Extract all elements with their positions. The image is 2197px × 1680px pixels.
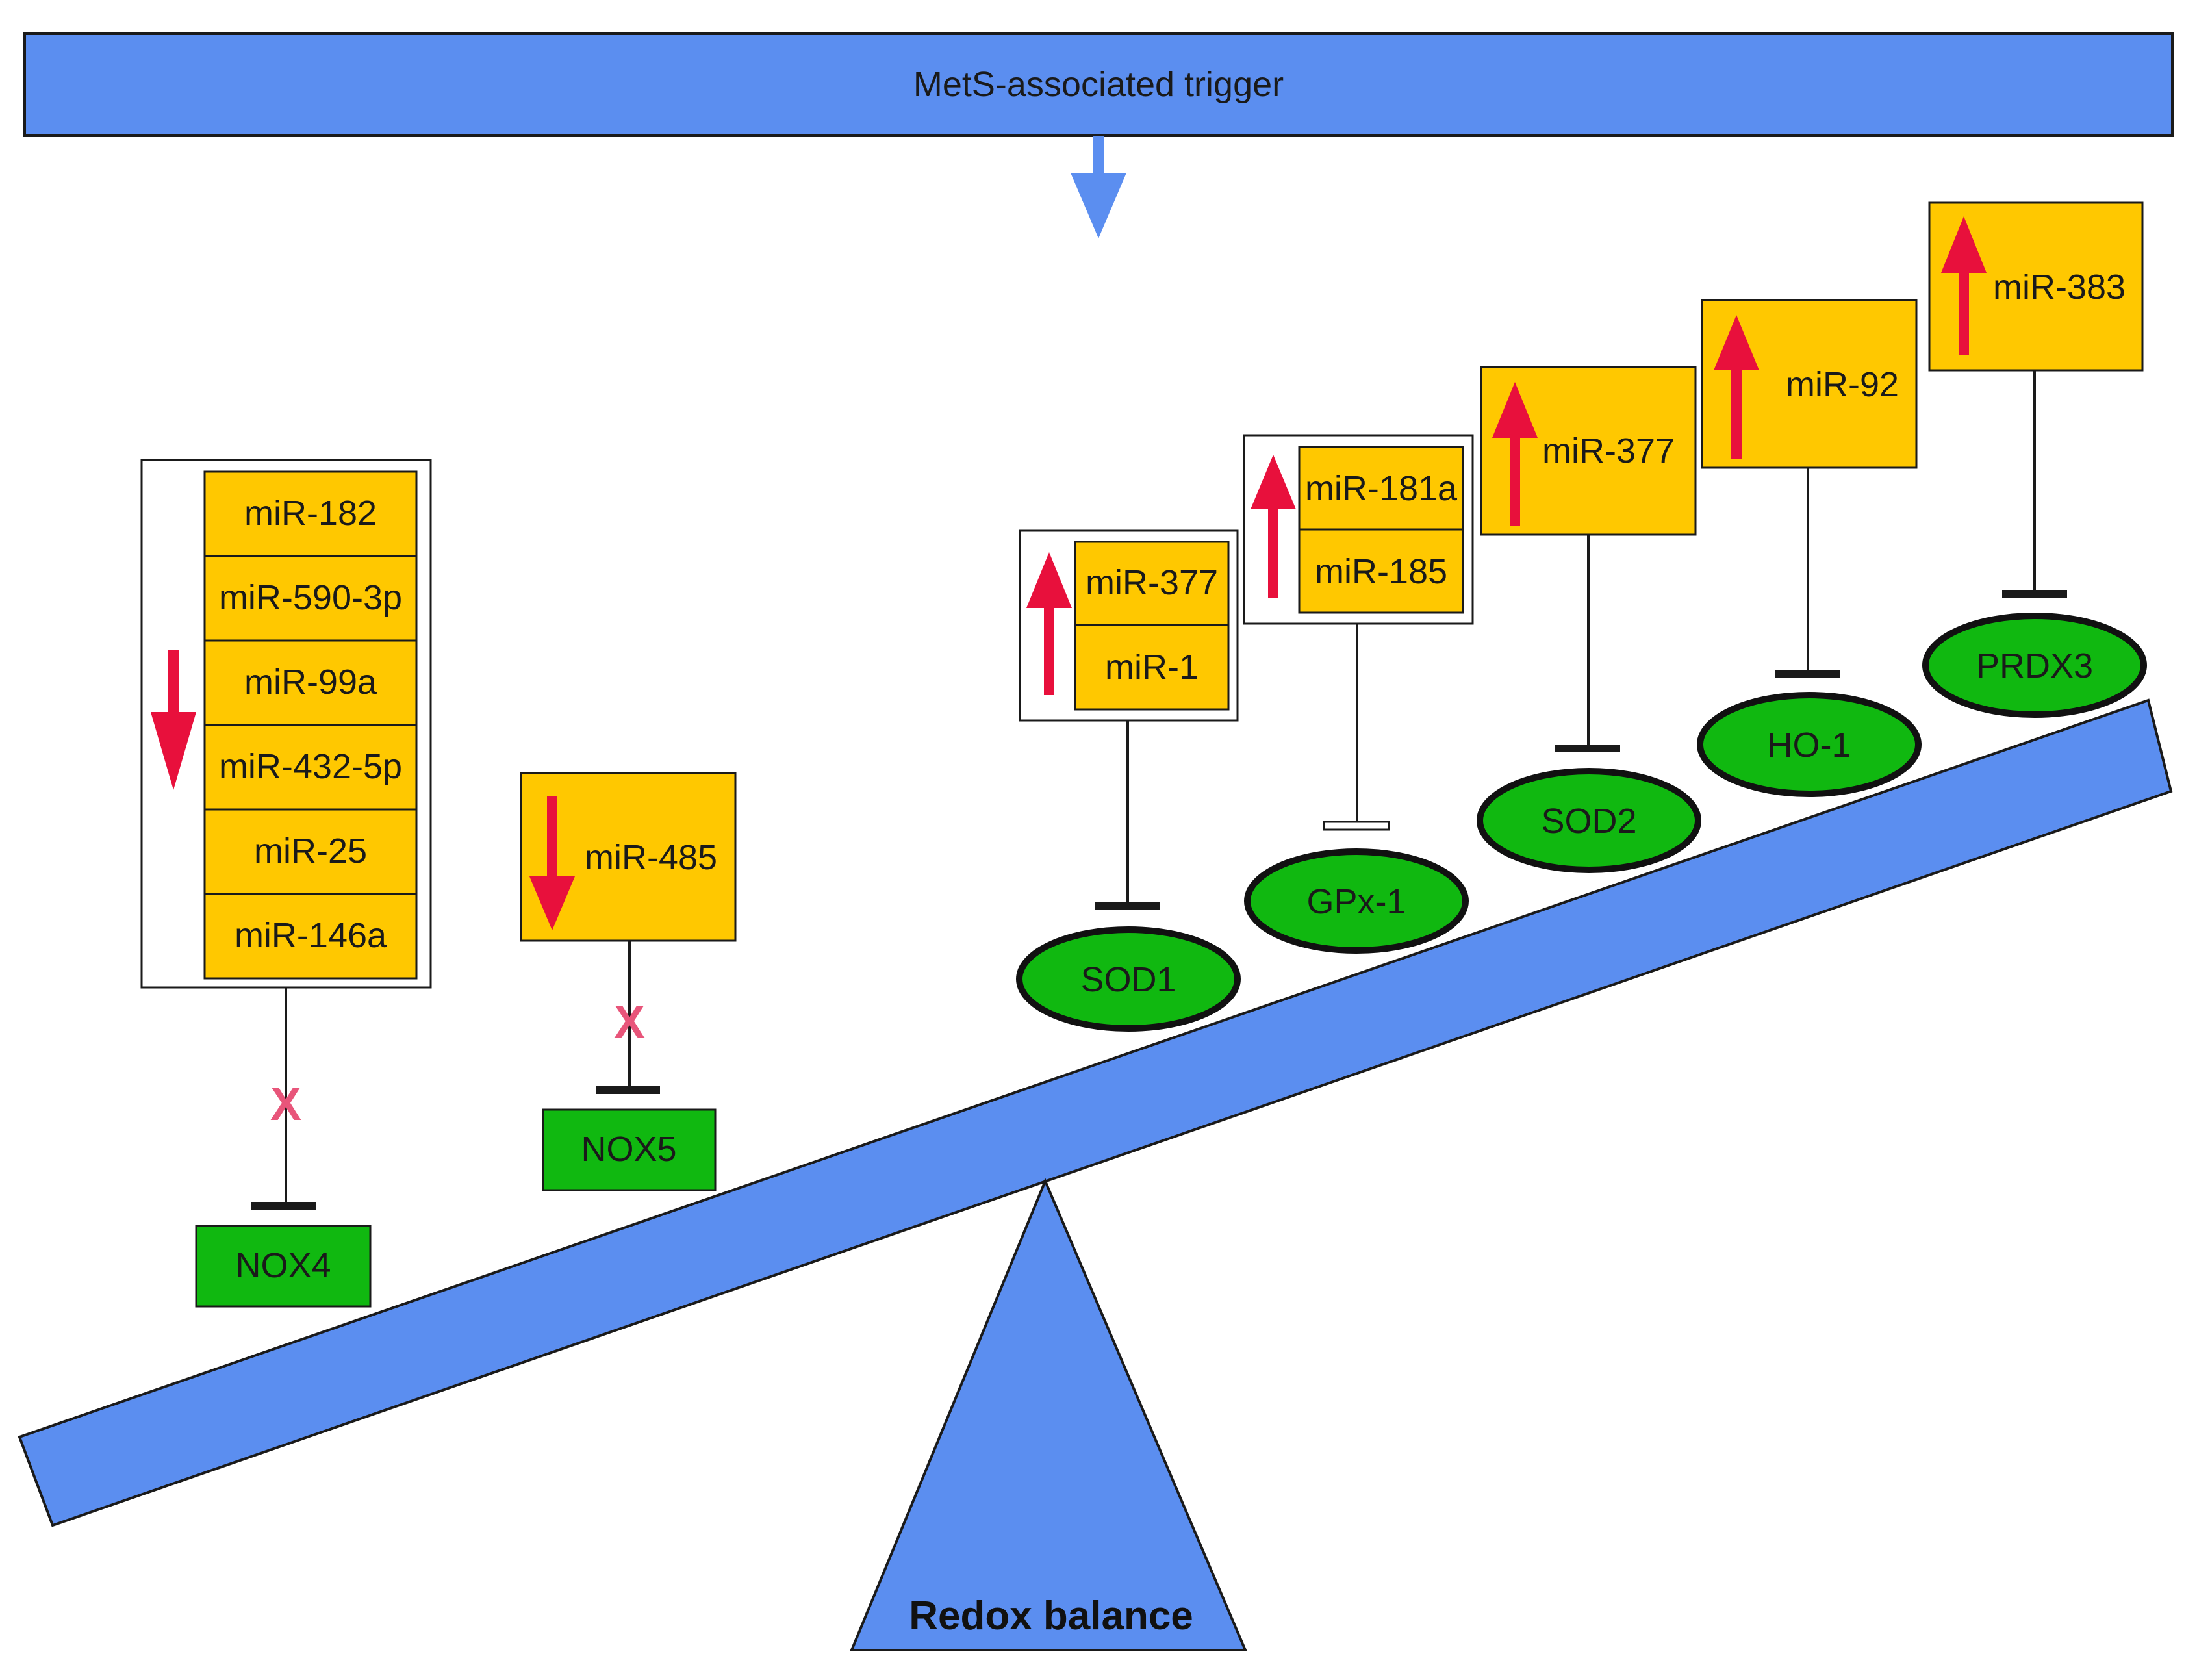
mirna-label: miR-182 [244, 494, 377, 533]
inhibition-bar [1555, 745, 1620, 752]
mirna-label: miR-485 [585, 838, 717, 877]
mirna-box [1074, 624, 1230, 711]
inhibition-bar [2002, 590, 2067, 598]
target-ellipse [1244, 848, 1469, 954]
inhibition-bar [1323, 821, 1390, 831]
target-label: HO-1 [1767, 726, 1851, 765]
trigger-down-arrow-icon [1071, 136, 1126, 238]
up-arrow-icon [1492, 382, 1538, 526]
mirna-label: miR-377 [1086, 563, 1218, 602]
up-arrow-icon [1251, 455, 1296, 598]
group-ho1: miR-92 HO-1 [1697, 299, 1922, 797]
inhibition-bar [596, 1086, 660, 1094]
group-prdx3: miR-383 PRDX3 [1922, 201, 2147, 718]
mirna-label: miR-146a [235, 916, 387, 955]
mirna-label: miR-181a [1305, 469, 1458, 508]
down-arrow-icon [151, 650, 196, 790]
group-nox5: miR-485 X NOX5 [520, 772, 737, 1191]
inhibition-bar [251, 1202, 316, 1210]
mirna-box [203, 893, 418, 980]
group-gpx1: miR-181a miR-185 GPx-1 [1243, 434, 1474, 954]
fulcrum-triangle [850, 1177, 1248, 1651]
mirna-label: miR-383 [1993, 268, 2126, 307]
target-label: NOX5 [581, 1130, 676, 1169]
group-sod2: miR-377 SOD2 [1477, 366, 1701, 873]
mirna-label: miR-185 [1315, 552, 1447, 591]
target-label: GPx-1 [1306, 882, 1406, 921]
mirna-label: miR-25 [254, 832, 367, 871]
mirna-label: miR-377 [1542, 431, 1675, 470]
trigger-banner: MetS-associated trigger [23, 32, 2174, 137]
group-nox4: miR-182 miR-590-3p miR-99a miR-432-5p mi… [140, 459, 432, 1308]
target-label: SOD2 [1541, 802, 1636, 841]
blocked-x-mark: X [270, 1078, 301, 1130]
group-sod1: miR-377 miR-1 SOD1 [1016, 529, 1241, 1032]
target-box [195, 1225, 372, 1308]
fulcrum: Redox balance [850, 1177, 1248, 1651]
up-arrow-icon [1941, 216, 1987, 355]
target-label: SOD1 [1080, 960, 1176, 999]
trigger-box [23, 32, 2174, 137]
mirna-label: miR-590-3p [219, 578, 402, 617]
target-ellipse [1477, 768, 1701, 873]
fulcrum-label: Redox balance [909, 1594, 1193, 1638]
target-ellipse [1016, 926, 1241, 1032]
target-label: NOX4 [235, 1246, 331, 1285]
mirna-box [1298, 528, 1464, 614]
down-arrow-icon [529, 796, 575, 930]
mirna-label: miR-92 [1786, 365, 1899, 404]
seesaw-beam [18, 698, 2173, 1527]
inhibition-bar [1095, 902, 1160, 910]
target-ellipse [1922, 613, 2147, 718]
up-arrow-icon [1714, 315, 1759, 459]
mirna-label: miR-99a [244, 663, 377, 702]
target-box [542, 1108, 717, 1191]
mirna-label: miR-432-5p [219, 747, 402, 786]
mirna-box [203, 808, 418, 895]
up-arrow-icon [1026, 552, 1072, 695]
mirna-box [1298, 446, 1464, 531]
inhibition-bar [1775, 670, 1840, 678]
target-label: PRDX3 [1976, 646, 2093, 685]
blocked-x-mark: X [614, 997, 645, 1049]
trigger-label: MetS-associated trigger [913, 65, 1284, 104]
target-ellipse [1697, 692, 1922, 797]
mirna-label: miR-1 [1105, 648, 1199, 687]
